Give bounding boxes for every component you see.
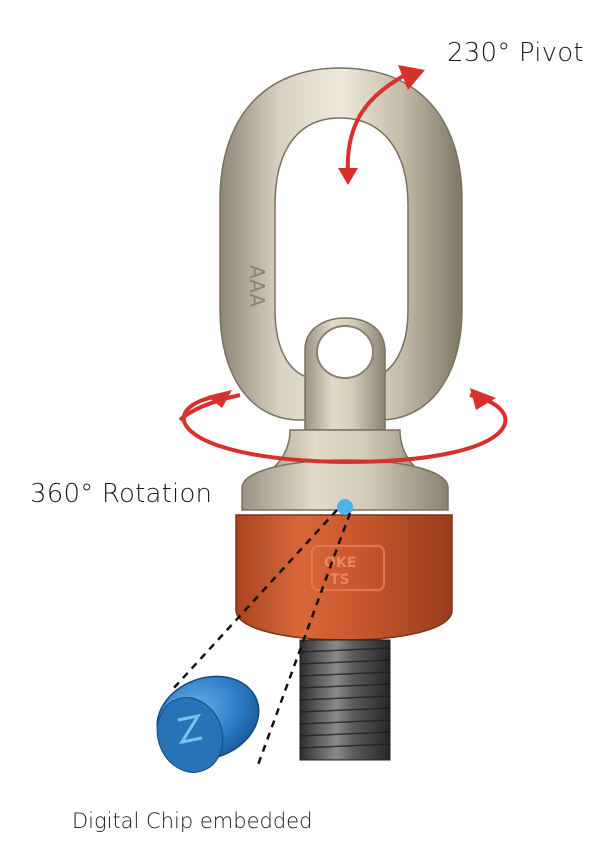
chip-label: Digital Chip embedded [72, 809, 313, 833]
chip-dot-icon [337, 499, 353, 515]
chip-callout-lines [171, 509, 352, 766]
chip-logo-icon [177, 713, 203, 745]
collar-marking-top: OKE [324, 555, 356, 571]
digital-chip [156, 675, 260, 773]
threaded-stud [299, 639, 391, 761]
collar-marking-bottom: TS [330, 572, 350, 588]
ring-marking: AAA [245, 265, 269, 307]
swivel-collar: OKE TS [235, 459, 453, 641]
pivot-arrow-icon [338, 65, 425, 185]
rotation-arrow-icon [181, 388, 508, 465]
pivot-label: 230° Pivot [447, 38, 584, 68]
rotation-label: 360° Rotation [30, 479, 213, 509]
